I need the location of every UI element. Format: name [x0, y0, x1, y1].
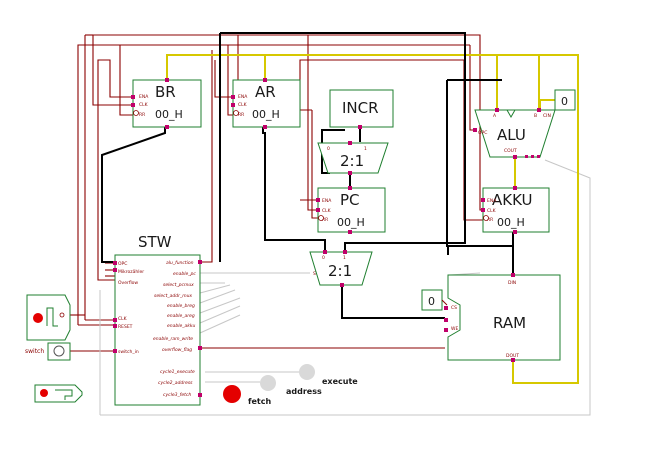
stw-in-reset: RESET: [118, 324, 133, 330]
br-pin-ena: ENA: [139, 94, 149, 100]
ar-value: 00_H: [252, 108, 280, 121]
ram-constant: 0: [421, 289, 448, 311]
akku-label: AKKU: [492, 191, 533, 209]
ar-register: AR 00_H ENA CLK RR: [232, 79, 301, 128]
alu-pin-a: A: [493, 113, 497, 119]
stw-in-overflow: Overflow: [118, 280, 138, 286]
stw-in-mikro: Mikrozähler: [118, 269, 144, 275]
mux-addr-label: 2:1: [328, 262, 352, 280]
alu-label: ALU: [497, 126, 526, 144]
pc-register: PC 00_H ENA CLK RR: [317, 187, 386, 233]
ar-pin-clk: CLK: [238, 102, 248, 108]
alu: ALU A B CIN COUT OPC: [474, 109, 556, 158]
pc-value: 00_H: [337, 216, 365, 229]
stw-out-cycle1: cycle1_execute: [160, 369, 195, 375]
br-label: BR: [155, 83, 176, 101]
ram-constant-value: 0: [428, 295, 435, 308]
br-register: BR 00_H ENA CLK RR: [132, 79, 202, 128]
clock-generator[interactable]: [26, 294, 71, 341]
stw-out-enable-areg: enable_areg: [167, 313, 195, 319]
stw-control-unit: STW OPC Mikrozähler Overflow CLK RESET s…: [114, 233, 201, 406]
yellow-bus: [166, 54, 579, 384]
stw-out-cycle3: cycle3_fetch: [163, 392, 191, 398]
alu-pin-cout: COUT: [504, 148, 517, 154]
stw-out-enable-ram-write: enable_ram_write: [153, 336, 193, 342]
stw-in-clk: CLK: [118, 316, 128, 322]
incr-block: INCR: [329, 89, 394, 128]
reset-led: [40, 389, 48, 397]
led-execute: execute: [299, 364, 358, 386]
mux-addr-sel: S: [313, 271, 316, 277]
pc-label: PC: [340, 191, 360, 209]
pc-pin-ena: ENA: [322, 198, 332, 204]
mux-addr-in0: 0: [322, 255, 325, 261]
akku-register: AKKU 00_H ENA CLK RR: [482, 187, 550, 233]
alu-pin-opc: OPC: [478, 130, 487, 136]
clock-wave-icon: [46, 307, 58, 327]
stw-out-alu-function: alu_function: [166, 260, 194, 266]
clock-led: [33, 313, 43, 323]
key-icon: [55, 389, 73, 400]
stw-out-enable-akku: enable_akku: [167, 323, 195, 329]
pc-pin-clk: CLK: [322, 208, 332, 214]
ram-pin-cs: CS: [451, 305, 457, 311]
mux-address: 2:1 S 0 1: [309, 251, 373, 286]
led-fetch-label: fetch: [248, 397, 271, 406]
alu-constant: 0: [554, 89, 576, 111]
alu-pin-cin: CIN: [543, 113, 551, 119]
stw-out-enable-pc: enable_pc: [173, 271, 196, 277]
ram-label: RAM: [493, 314, 526, 332]
mux-pc-in1: 1: [364, 146, 367, 152]
ram: RAM DIN DOUT CS WE: [447, 274, 561, 361]
br-pin-rr: RR: [139, 112, 145, 118]
stw-out-enable-breg: enable_breg: [167, 303, 195, 309]
akku-pin-ena: ENA: [487, 198, 497, 204]
mux-addr-in1: 1: [343, 255, 346, 261]
akku-value: 00_H: [497, 216, 525, 229]
mux-pc-in0: 0: [327, 146, 330, 152]
led-execute-label: execute: [322, 377, 358, 386]
incr-label: INCR: [342, 99, 379, 117]
stw-out-overflow-flag: overflow_flag: [162, 347, 192, 353]
mux-pc: 2:1 0 1: [317, 142, 389, 174]
gray-wires: [99, 159, 591, 416]
akku-pin-rr: RR: [487, 217, 493, 223]
led-address-label: address: [286, 387, 322, 396]
port-dots: [113, 78, 541, 397]
alu-pin-b: B: [534, 113, 537, 119]
stw-out-cycle2: cycle2_address: [158, 380, 193, 386]
led-fetch: fetch: [223, 385, 271, 406]
ram-pin-we: WE: [451, 326, 458, 332]
akku-pin-clk: CLK: [487, 208, 497, 214]
led-address: address: [260, 375, 322, 396]
ar-pin-ena: ENA: [238, 94, 248, 100]
mux-pc-label: 2:1: [340, 152, 364, 170]
ar-label: AR: [255, 83, 276, 101]
ram-pin-dout: DOUT: [506, 353, 519, 359]
switch[interactable]: switch: [25, 342, 71, 361]
switch-label: switch: [25, 348, 44, 355]
alu-constant-value: 0: [561, 95, 568, 108]
reset-key[interactable]: [34, 384, 83, 403]
stw-in-switch: switch_in: [118, 349, 139, 355]
br-value: 00_H: [155, 108, 183, 121]
ram-pin-din: DIN: [508, 280, 516, 286]
stw-label: STW: [138, 233, 172, 251]
ar-pin-rr: RR: [238, 112, 244, 118]
stw-in-opc: OPC: [118, 261, 127, 267]
stw-out-select-pcmux: select_pcmux: [163, 282, 194, 288]
br-pin-clk: CLK: [139, 102, 149, 108]
pc-pin-rr: RR: [322, 217, 328, 223]
stw-out-select-addr-mux: select_addr_mux: [154, 293, 192, 299]
